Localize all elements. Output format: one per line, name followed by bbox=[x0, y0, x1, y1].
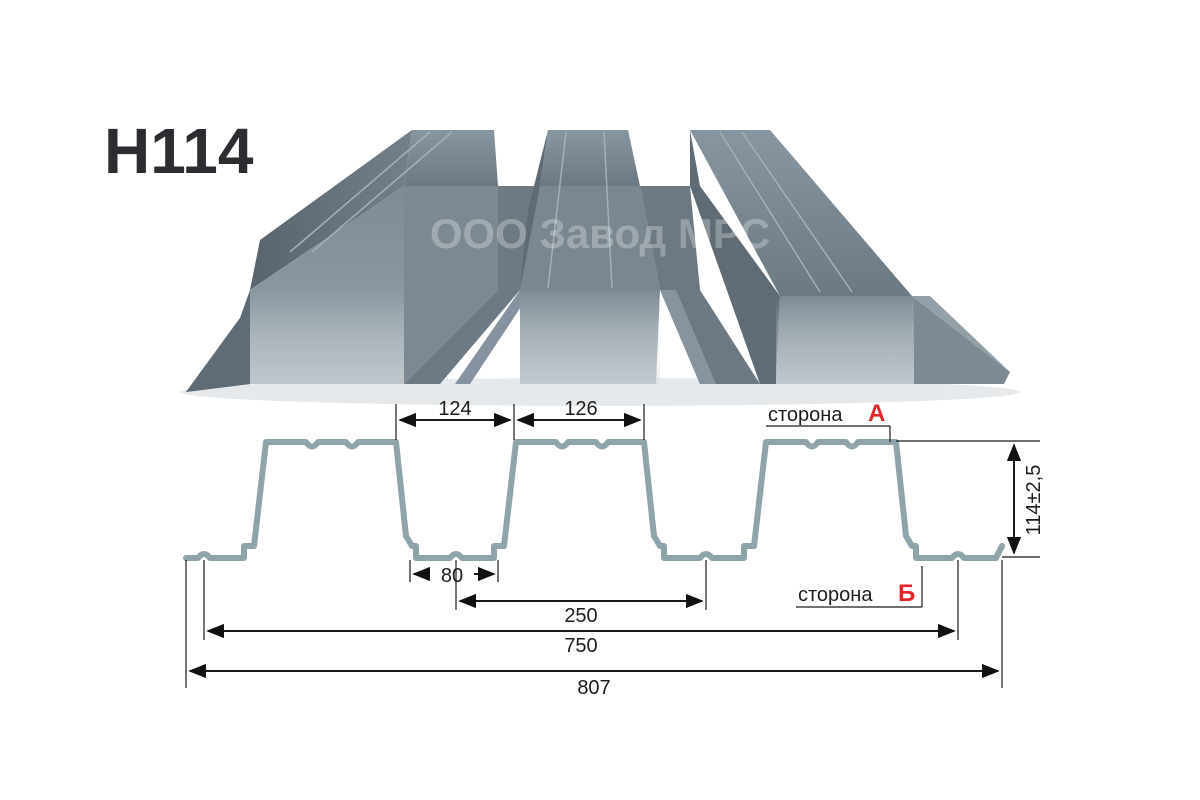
side-b-label: сторона Б bbox=[798, 580, 915, 607]
side-a-label: сторона А bbox=[768, 400, 885, 427]
cross-section bbox=[183, 439, 1005, 561]
watermark-text: ООО Завод МРС bbox=[430, 210, 770, 257]
sheet-illustration: ООО Завод МРС bbox=[180, 130, 1020, 406]
side-a-text: сторона bbox=[768, 404, 843, 426]
side-b-letter: Б bbox=[898, 580, 915, 607]
side-a-letter: А bbox=[868, 400, 885, 427]
profile-title: H114 bbox=[104, 115, 254, 187]
dim-label-top-flange: 126 bbox=[564, 398, 597, 420]
dim-label-bottom-flange: 80 bbox=[441, 565, 463, 587]
dim-label-pitch: 250 bbox=[564, 605, 597, 627]
dim-label-full-width: 807 bbox=[577, 677, 610, 699]
side-b-text: сторона bbox=[798, 584, 873, 606]
dim-label-height: 114±2,5 bbox=[1023, 465, 1045, 536]
dim-label-working-width: 750 bbox=[564, 635, 597, 657]
dim-label-top-gap: 124 bbox=[438, 398, 471, 420]
dimension-lines bbox=[185, 404, 1040, 688]
